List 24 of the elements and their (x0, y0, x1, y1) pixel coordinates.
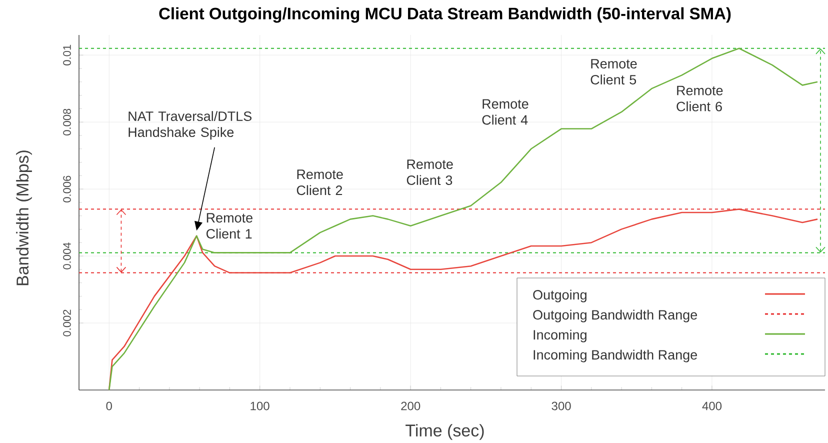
axis-title: Time (sec) (406, 424, 484, 440)
annotation-label: Remote Client 5 (590, 59, 637, 84)
tick-label: 0.002 (63, 310, 71, 336)
annotation-label: Remote Client 2 (296, 170, 343, 196)
annotation-label: NAT Traversal/DTLS Handshake Spike (128, 111, 252, 140)
tick-label: 100 (250, 402, 270, 410)
tick-label: 400 (702, 402, 722, 410)
legend-label: Outgoing Bandwidth Range (533, 310, 698, 322)
tick-label: 0.004 (63, 242, 71, 270)
legend-label: Incoming Bandwidth Range (534, 350, 697, 362)
tick-label: 0.01 (63, 44, 71, 66)
tick-label: 0.008 (63, 108, 71, 136)
legend-label: Incoming (534, 330, 586, 342)
tick-label: 200 (401, 402, 420, 410)
tick-label: 0 (106, 402, 112, 410)
axis-title: Bandwidth (Mbps) (16, 150, 32, 286)
tick-label: 0.006 (63, 176, 71, 202)
legend-label: Outgoing (533, 290, 586, 302)
annotation-label: Remote Client 4 (482, 99, 528, 125)
annotation-label: Remote Client 3 (406, 160, 453, 185)
annotation-label: Remote Client 1 (206, 213, 252, 239)
annotation-label: Remote Client 6 (676, 86, 723, 112)
tick-label: 300 (552, 402, 571, 410)
chart-title: Client Outgoing/Incoming MCU Data Stream Bandwidth (50-interval SMA) (159, 7, 731, 23)
